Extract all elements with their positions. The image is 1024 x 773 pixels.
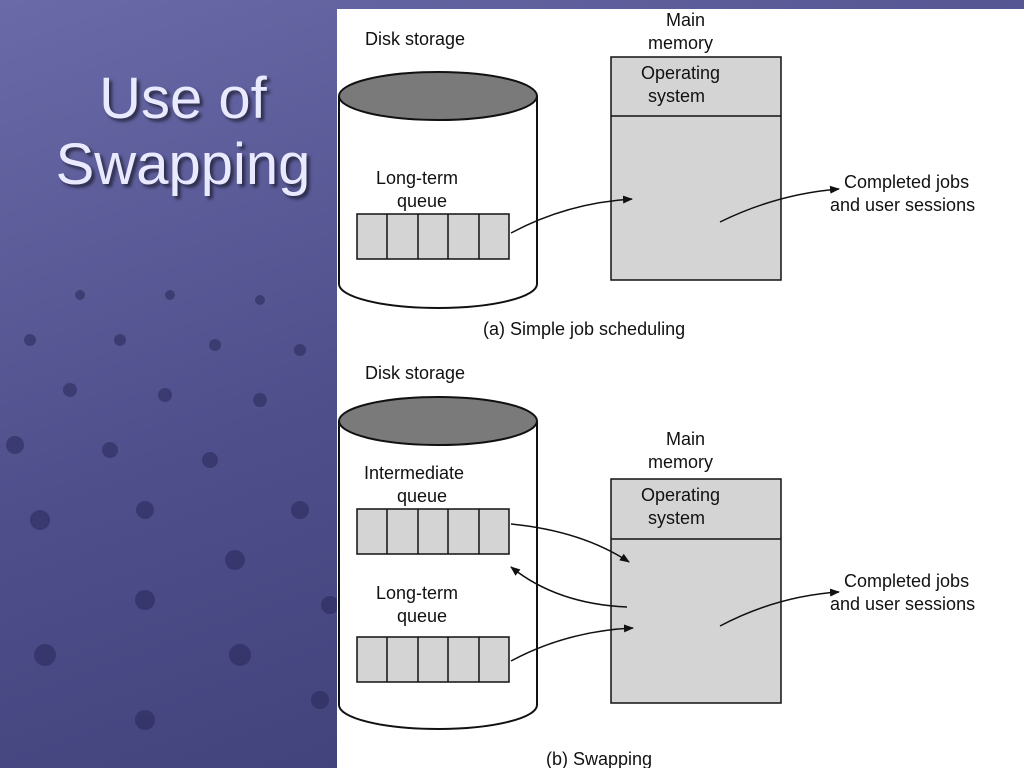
panel-b-intermediate-label-line2: queue [397,486,447,506]
panel-b-queue-label-line1: Long-term [376,583,458,603]
panel-b-disk-label: Disk storage [365,363,465,383]
panel-b-caption: (b) Swapping [546,749,652,768]
panel-b-memory-label-line2: memory [648,452,713,472]
panel-b-arrow-longterm-to-memory [510,624,634,662]
panel-a-queue-label-line1: Long-term [376,168,458,188]
panel-a-main-memory [610,56,782,281]
panel-b-memory-label-line1: Main [666,429,705,449]
panel-b-os-label-line1: Operating [641,485,720,505]
panel-a-caption: (a) Simple job scheduling [483,319,685,339]
panel-b-os-label-line2: system [648,508,705,528]
panel-a-long-term-queue [356,213,510,260]
panel-a-completed-line2: and user sessions [830,195,975,215]
panel-b-queue-label-line2: queue [397,606,447,626]
panel-a-arrow-queue-to-memory [510,195,633,234]
panel-b-intermediate-label-line1: Intermediate [364,463,464,483]
panel-b-long-term-queue [356,636,510,683]
panel-b-arrow-memory-to-completed [719,588,840,627]
panel-a-os-label-line1: Operating [641,63,720,83]
panel-a-os-label-line2: system [648,86,705,106]
panel-a-memory-label-line2: memory [648,33,713,53]
panel-a-disk-cylinder [338,71,538,309]
panel-b-arrow-memory-to-intermediate [510,566,628,608]
panel-a-arrow-memory-to-completed [719,185,840,223]
panel-a-completed-line1: Completed jobs [844,172,969,192]
slide-title-line-1: Use of [99,66,267,131]
panel-a-simple-job-scheduling: Disk storage Long-term queue Main memory… [338,10,975,339]
panel-b-arrow-intermediate-to-memory [510,523,630,563]
panel-b-intermediate-queue [356,508,510,555]
panel-b-swapping: Disk storage Intermediate queue Long-ter… [338,363,975,768]
slide-title: Use of Swapping [28,66,338,198]
swapping-figure: Disk storage Long-term queue Main memory… [337,9,1024,768]
slide-title-line-2: Swapping [55,132,311,197]
panel-a-disk-label: Disk storage [365,29,465,49]
panel-b-main-memory [610,478,782,704]
panel-b-completed-line1: Completed jobs [844,571,969,591]
panel-a-memory-label-line1: Main [666,10,705,30]
panel-b-completed-line2: and user sessions [830,594,975,614]
panel-a-queue-label-line2: queue [397,191,447,211]
